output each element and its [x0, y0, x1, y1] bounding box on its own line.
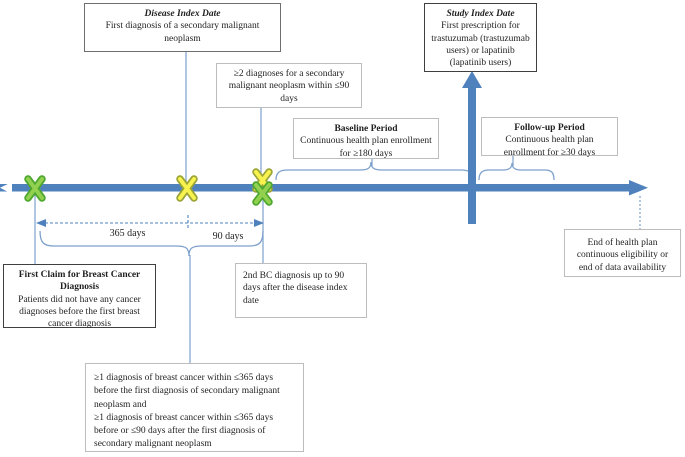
followup-period-body: Continuous health plan enrollment for ≥3…	[503, 135, 596, 158]
days-365-label: 365 days	[109, 228, 146, 239]
end-of-plan-box: End of health plan continuous eligibilit…	[564, 229, 681, 277]
study-index-body: First prescription for trastuzumab (tras…	[431, 21, 530, 69]
timeline-right-arrowhead-icon	[629, 180, 648, 196]
baseline-period-brace	[275, 161, 473, 181]
study-index-title: Study Index Date	[446, 9, 515, 19]
right-arrowhead-icon	[254, 219, 264, 227]
first-claim-title: First Claim for Breast Cancer Diagnosis	[18, 270, 141, 293]
followup-period-title: Follow-up Period	[514, 123, 585, 133]
study-index-date-box: Study Index Date First prescription for …	[424, 3, 537, 72]
second-bc-diagnosis-box: 2nd BC diagnosis up to 90 days after the…	[235, 263, 367, 318]
secondary-diagnoses-body: ≥2 diagnoses for a secondary malignant n…	[228, 69, 350, 104]
connector-lines	[34, 51, 641, 363]
baseline-period-body: Continuous health plan enrollment for ≥1…	[300, 136, 432, 159]
left-arrowhead-icon	[36, 219, 46, 227]
disease-index-title: Disease Index Date	[144, 9, 221, 19]
timeline-bar	[0, 180, 648, 196]
disease-index-body: First diagnosis of a secondary malignant…	[105, 21, 260, 44]
disease-index-date-box: Disease Index Date First diagnosis of a …	[84, 3, 281, 52]
baseline-period-box: Baseline Period Continuous health plan e…	[293, 118, 439, 159]
x-marker-yellow-disease-index	[176, 175, 198, 202]
followup-period-box: Follow-up Period Continuous health plan …	[481, 117, 618, 158]
first-claim-box: First Claim for Breast Cancer Diagnosis …	[3, 264, 156, 330]
x-marker-green-second-bc	[252, 181, 273, 206]
study-index-arrow	[462, 71, 482, 224]
inclusion-criteria-box: ≥1 diagnosis of breast cancer within ≤36…	[85, 363, 304, 452]
study-index-arrowhead-icon	[462, 71, 482, 88]
timeline-left-notch-icon	[0, 182, 12, 194]
followup-period-brace	[478, 162, 555, 181]
inclusion-criteria-line2: ≥1 diagnosis of breast cancer within ≤36…	[94, 412, 274, 450]
inclusion-criteria-brace	[39, 230, 264, 257]
secondary-diagnoses-box: ≥2 diagnoses for a secondary malignant n…	[216, 63, 362, 108]
days-90-label: 90 days	[212, 231, 244, 242]
second-bc-diagnosis-body: 2nd BC diagnosis up to 90 days after the…	[243, 271, 348, 306]
baseline-period-title: Baseline Period	[334, 124, 398, 134]
days-measure-arrow	[36, 215, 264, 230]
end-of-plan-body: End of health plan continuous eligibilit…	[576, 238, 669, 273]
first-claim-body: Patients did not have any cancer diagnos…	[18, 294, 141, 330]
inclusion-criteria-line1: ≥1 diagnosis of breast cancer within ≤36…	[94, 373, 280, 410]
x-marker-green-first-claim	[24, 175, 46, 202]
